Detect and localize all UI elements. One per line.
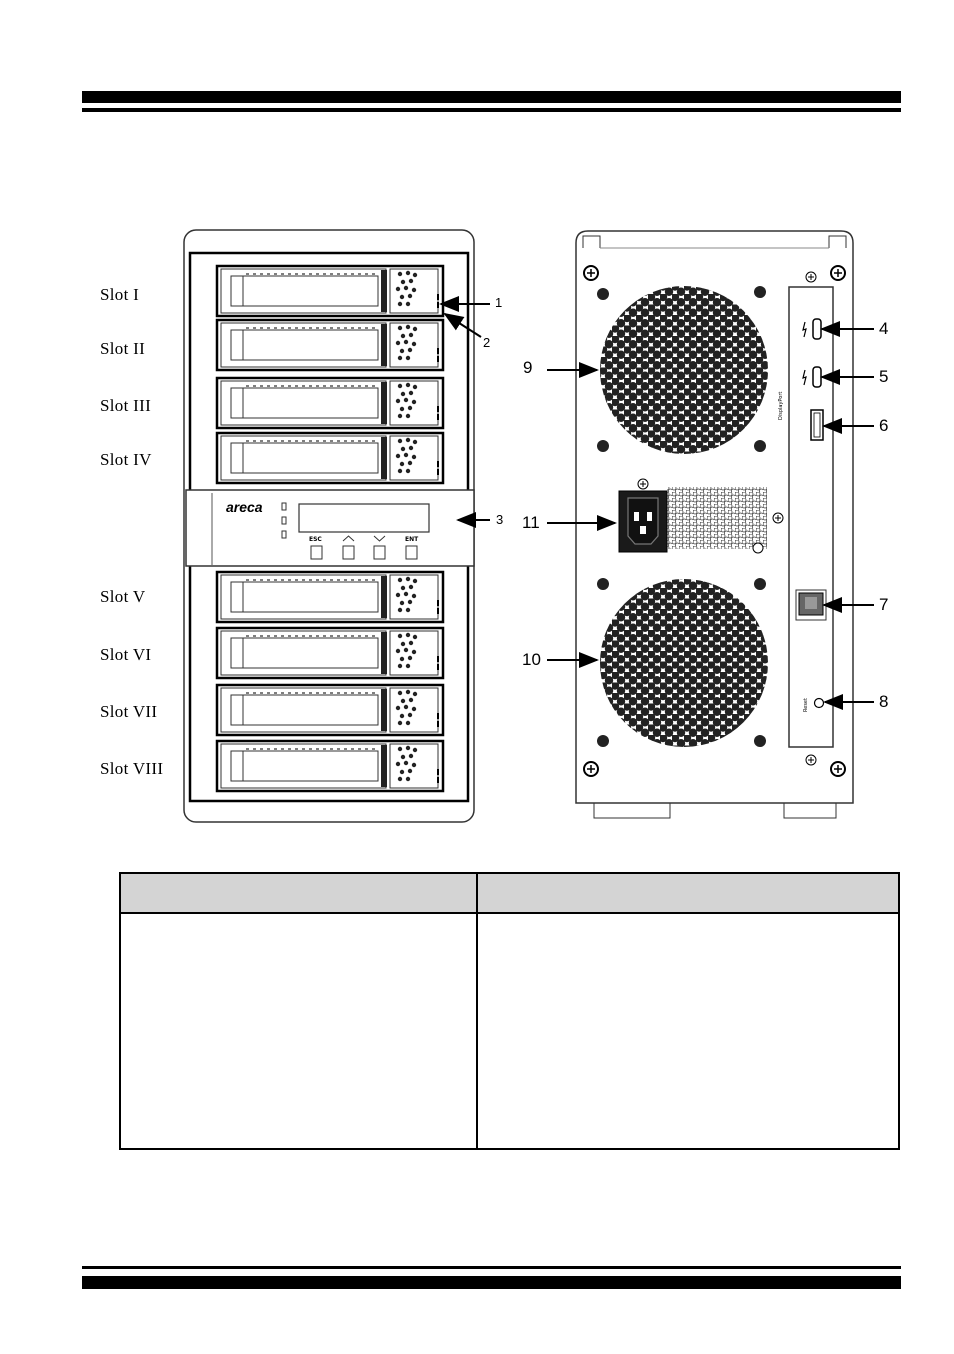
bottom-rule-thin xyxy=(82,1266,901,1269)
drive-tray-5[interactable] xyxy=(215,570,445,624)
ent-button-label: ENT xyxy=(405,536,419,543)
callout-11: 11 xyxy=(522,513,540,532)
bottom-rule-thick xyxy=(82,1276,901,1289)
slot-label-7: Slot VII xyxy=(100,702,158,721)
slot-label-6: Slot VI xyxy=(100,645,152,664)
slot-label-5: Slot V xyxy=(100,587,146,606)
top-rule-thick xyxy=(82,91,901,103)
drive-tray-2[interactable] xyxy=(215,318,445,372)
drive-tray-3[interactable] xyxy=(215,376,445,430)
drive-tray-1[interactable] xyxy=(215,264,445,318)
callout-arrows xyxy=(439,296,874,710)
drive-tray-6[interactable] xyxy=(215,626,445,680)
slot-label-3: Slot III xyxy=(100,396,152,415)
displayport-label: DisplayPort xyxy=(778,391,784,420)
slot-label-4: Slot IV xyxy=(100,450,152,469)
slot-label-2: Slot II xyxy=(100,339,146,358)
callout-10: 10 xyxy=(522,650,541,669)
table-header-row xyxy=(121,874,898,914)
top-rule-thin xyxy=(82,108,901,112)
esc-button-label: ESC xyxy=(309,536,322,543)
slot-label-1: Slot I xyxy=(100,285,140,304)
callout-9: 9 xyxy=(523,358,533,377)
description-table xyxy=(119,872,900,1150)
reset-label: Reset xyxy=(803,698,809,712)
callout-2: 2 xyxy=(483,335,491,350)
callout-4: 4 xyxy=(879,319,889,338)
drive-tray-8[interactable] xyxy=(215,739,445,793)
drive-tray-4[interactable] xyxy=(215,431,445,485)
callout-7: 7 xyxy=(879,595,889,614)
drive-tray-7[interactable] xyxy=(215,683,445,737)
table-column-divider xyxy=(476,874,478,1148)
rear-view xyxy=(575,230,854,819)
brand-logo: areca xyxy=(226,499,263,515)
callout-8: 8 xyxy=(879,692,889,711)
callout-5: 5 xyxy=(879,367,889,386)
callout-1: 1 xyxy=(495,295,503,310)
slot-label-8: Slot VIII xyxy=(100,759,164,778)
front-view xyxy=(183,229,475,823)
enclosure-figure xyxy=(183,229,874,823)
callout-6: 6 xyxy=(879,416,889,435)
callout-3: 3 xyxy=(496,512,504,527)
